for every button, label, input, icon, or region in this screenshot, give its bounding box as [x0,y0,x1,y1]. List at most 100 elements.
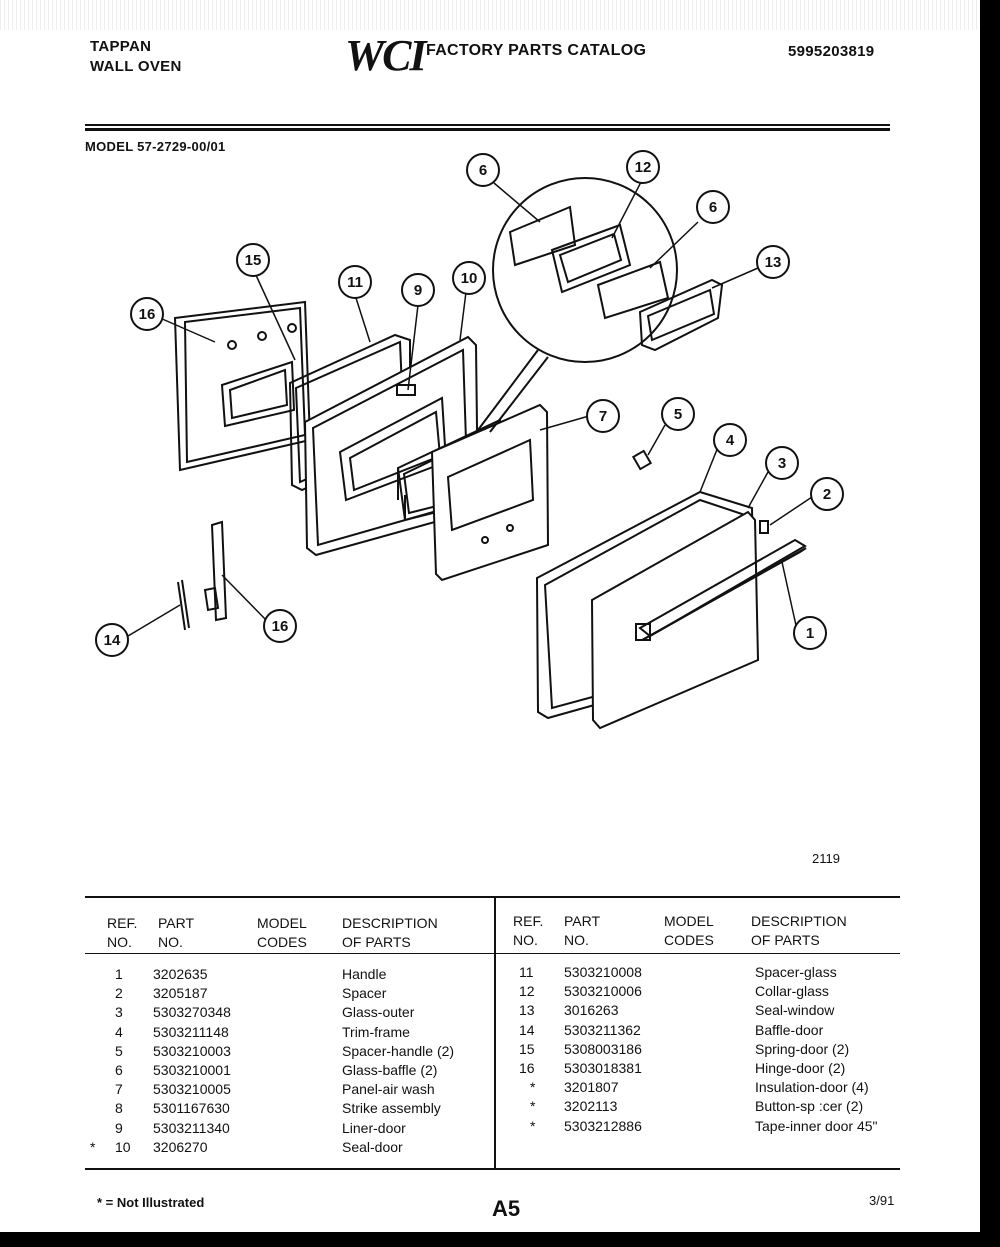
ref-number: 7 [115,1081,123,1098]
inset-detail-circle [477,177,678,433]
part-description: Button-sp :cer (2) [755,1098,864,1115]
catalog-number: 5995203819 [788,43,875,60]
ref-number: 9 [115,1119,123,1136]
part-description: Seal-window [755,1002,835,1019]
table-divider [494,897,496,1169]
hdr-ref-left: REF.NO. [107,915,138,950]
part-number: 3205187 [153,985,208,1002]
callout-11: 12 [635,159,652,176]
part-number: 5303211148 [153,1023,229,1040]
scan-edge-bottom [0,1232,1000,1247]
callout-15: 14 [104,632,121,649]
header-rule-bottom [85,128,890,131]
part-number: 5303211362 [564,1021,641,1038]
part-description: Baffle-door [755,1021,824,1038]
part-number: 3201807 [564,1079,619,1096]
scan-edge-right [980,0,1000,1247]
callout-4: 4 [726,432,735,449]
part-number: 5303210006 [564,983,642,1000]
callout-6a: 6 [479,162,487,179]
part-description: Hinge-door (2) [755,1060,846,1076]
part-baffle-door [173,300,312,472]
part-hinge-door [203,520,228,622]
part-description: Handle [342,966,387,982]
callout-12: 13 [765,254,782,271]
part-number: 3202113 [564,1098,618,1115]
callout-3: 3 [778,455,786,472]
catalog-title: FACTORY PARTS CATALOG [426,42,647,59]
hdr-ref-right: REF.NO. [513,913,544,948]
callout-8: 9 [414,282,422,299]
part-description: Insulation-door (4) [755,1079,869,1096]
part-description: Panel-air wash [342,1081,435,1098]
part-spacer-handle [631,449,653,471]
not-illustrated-note: * = Not Illustrated [97,1195,205,1210]
callout-6b: 6 [709,199,717,216]
part-description: Trim-frame [342,1023,410,1040]
part-handle [635,538,807,641]
ref-number: 11 [519,964,534,980]
part-description: Spacer-glass [755,964,837,980]
ref-number: 10 [115,1138,131,1155]
part-description: Strike assembly [342,1100,441,1117]
table-rule-bottom [85,1168,900,1170]
scan-noise [0,0,980,30]
part-spring-door [177,579,190,631]
ref-number: 8 [115,1100,123,1117]
part-spacer [759,520,769,534]
part-description: Liner-door [342,1119,406,1136]
part-description: Spacer-handle (2) [342,1042,455,1059]
part-description: Spring-door (2) [755,1040,850,1057]
ref-number: 6 [115,1062,123,1078]
part-number: 5303212886 [564,1117,642,1134]
ref-number: * [530,1117,536,1134]
ref-number: 5 [115,1042,123,1059]
part-number: 5303270348 [153,1004,231,1021]
part-description: Collar-glass [755,983,829,1000]
figure-number: 2119 [812,851,840,866]
part-outer-door [535,490,760,730]
ref-number: * [530,1098,536,1115]
part-number: 5301167630 [153,1100,230,1117]
callout-10: 11 [347,274,363,291]
callout-5: 5 [674,406,682,423]
part-number: 3202635 [153,966,208,982]
callout-13: 15 [245,252,262,269]
callout-7: 7 [599,408,607,425]
ref-number: * [530,1079,536,1096]
callout-2: 2 [823,486,831,503]
callout-14: 16 [139,306,156,323]
part-description: Glass-outer [342,1004,415,1021]
ref-number: 14 [519,1021,535,1038]
exploded-door-diagram: 16 15 11 9 10 6 12 6 13 7 5 4 3 2 1 14 1… [95,150,844,730]
header-rule-top [85,124,890,126]
brand-line-2: WALL OVEN [90,58,182,75]
part-description: Glass-baffle (2) [342,1062,438,1078]
part-description: Spacer [342,985,387,1002]
callout-16: 16 [272,618,289,635]
table-rule-header [85,953,900,954]
not-illustrated-mark: * [90,1138,96,1155]
part-number: 3016263 [564,1002,619,1019]
ref-number: 4 [115,1023,123,1040]
part-number: 5303210005 [153,1081,231,1098]
part-number: 5303210003 [153,1042,231,1059]
ref-number: 2 [115,985,123,1002]
callout-1: 1 [806,625,814,642]
callout-9: 10 [461,270,478,287]
table-rule-top [85,896,900,898]
ref-number: 1 [115,966,123,982]
part-panel-air-wash [430,403,550,582]
part-number: 5303018381 [564,1060,642,1076]
ref-number: 3 [115,1004,123,1021]
wci-logo: WCI [345,31,427,80]
catalog-date: 3/91 [869,1193,895,1208]
brand-line-1: TAPPAN [90,38,152,55]
ref-number: 15 [519,1040,535,1057]
